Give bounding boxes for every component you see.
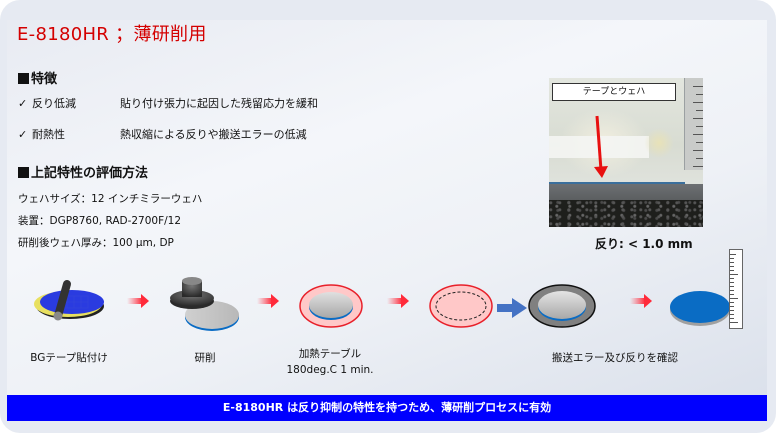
final-wafer-icon xyxy=(670,291,730,326)
eval-wafer-size: ウェハサイズ：12 インチミラーウェハ xyxy=(18,193,203,205)
square-bullet-icon xyxy=(18,167,29,178)
step-label-bg-tape: BGテープ貼付け xyxy=(30,352,108,364)
scale-ruler-icon xyxy=(729,249,743,329)
feature-name: 反り低減 xyxy=(32,97,76,110)
feature-name: 耐熱性 xyxy=(32,128,65,141)
warp-caption: 反り: < 1.0 mm xyxy=(595,237,693,251)
process-arrow-icon xyxy=(127,294,149,308)
feature-item-warp: ✓ 反り低減 貼り付け張力に起因した残留応力を緩和 xyxy=(18,95,318,111)
conclusion-banner: E-8180HR は反り抑制の特性を持つため、薄研削プロセスに有効 xyxy=(7,395,767,421)
grinding-icon xyxy=(170,277,239,331)
bg-tape-icon xyxy=(34,280,104,321)
wafer-frame-icon xyxy=(528,284,596,328)
feature-desc: 貼り付け張力に起因した残留応力を緩和 xyxy=(120,97,318,110)
process-arrow-icon xyxy=(630,294,652,308)
feature-item-heat: ✓ 耐熱性 熱収縮による反りや搬送エラーの低減 xyxy=(18,126,307,142)
blue-arrow-icon xyxy=(497,298,527,318)
warp-photo: テープとウェハ xyxy=(549,78,703,227)
square-bullet-icon xyxy=(18,73,29,84)
photo-label: テープとウェハ xyxy=(552,83,676,101)
eval-equipment: 装置：DGP8760, RAD-2700F/12 xyxy=(18,215,182,227)
eval-thickness: 研削後ウェハ厚み：100 µm, DP xyxy=(18,237,174,249)
heating-table-icon xyxy=(299,284,363,328)
red-arrow-icon xyxy=(594,115,608,178)
step-label-grinding: 研削 xyxy=(194,352,216,364)
ruler-graphic xyxy=(684,78,703,170)
step-label-heating: 加熱テーブル 180deg.C 1 min. xyxy=(286,348,374,376)
step-label-check: 搬送エラー及び反りを確認 xyxy=(552,352,678,364)
check-icon: ✓ xyxy=(18,97,28,110)
page-title: E-8180HR ；薄研削用 xyxy=(17,24,207,45)
evaluation-heading: 上記特性の評価方法 xyxy=(18,162,148,181)
process-arrow-icon xyxy=(257,294,279,308)
features-heading: 特徴 xyxy=(18,68,57,87)
check-icon: ✓ xyxy=(18,128,28,141)
process-arrow-icon xyxy=(387,294,409,308)
feature-desc: 熱収縮による反りや搬送エラーの低減 xyxy=(120,128,307,141)
heated-tape-icon xyxy=(429,284,493,328)
